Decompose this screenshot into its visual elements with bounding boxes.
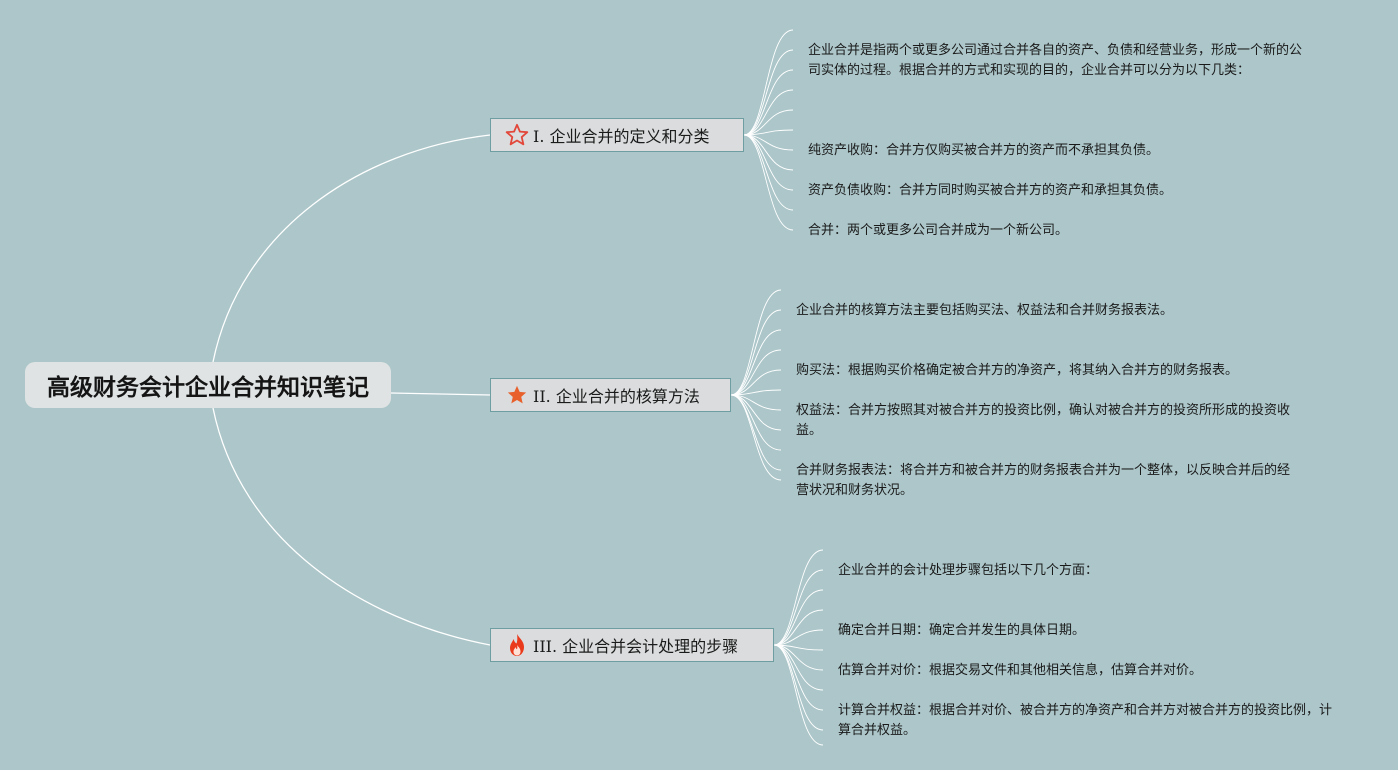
fan-line-2-3 — [730, 329, 782, 396]
fan-line-1-5 — [743, 109, 794, 136]
fan-line-3-4 — [773, 609, 824, 646]
connector-root-branch-2 — [390, 392, 491, 396]
leaf-purchase-method: 购买法：根据购买价格确定被合并方的净资产，将其纳入合并方的财务报表。 — [796, 363, 1239, 378]
connector-root-branch-1 — [212, 134, 491, 363]
fan-line-3-1 — [773, 549, 824, 646]
leaf-definition-intro: 企业合并是指两个或更多公司通过合并各自的资产、负债和经营业务，形成一个新的公司实… — [808, 43, 1303, 78]
root-topic[interactable]: 高级财务会计企业合并知识笔记 — [25, 362, 391, 408]
fan-line-1-4 — [743, 89, 794, 136]
leaf-compute-equity: 计算合并权益：根据合并对价、被合并方的净资产和合并方对被合并方的投资比例，计算合… — [838, 703, 1333, 738]
star-filled-icon — [505, 383, 529, 407]
fan-line-1-2 — [743, 49, 794, 136]
fan-line-3-2 — [773, 569, 824, 646]
fan-line-2-5 — [730, 369, 782, 396]
fan-line-1-3 — [743, 69, 794, 136]
fan-line-2-4 — [730, 349, 782, 396]
leaf-consolidated-statements: 合并财务报表法：将合并方和被合并方的财务报表合并为一个整体，以反映合并后的经营状… — [796, 463, 1291, 498]
fan-line-1-11 — [743, 134, 794, 231]
fan-line-3-10 — [773, 644, 824, 731]
root-title: 高级财务会计企业合并知识笔记 — [47, 375, 369, 401]
fan-line-2-1 — [730, 289, 782, 396]
branch-label: II. 企业合并的核算方法 — [533, 387, 700, 406]
fan-line-2-8 — [730, 394, 782, 431]
leaf-estimate-consideration: 估算合并对价：根据交易文件和其他相关信息，估算合并对价。 — [838, 663, 1203, 678]
leaf-equity-method: 权益法：合并方按照其对被合并方的投资比例，确认对被合并方的投资所形成的投资收益。 — [796, 403, 1291, 438]
fan-line-1-1 — [743, 29, 794, 136]
fan-line-2-11 — [730, 394, 782, 481]
fan-line-2-10 — [730, 394, 782, 471]
fan-line-3-11 — [773, 644, 824, 746]
leaf-methods-intro: 企业合并的核算方法主要包括购买法、权益法和合并财务报表法。 — [796, 303, 1174, 318]
fire-icon — [505, 633, 529, 657]
fan-line-2-2 — [730, 309, 782, 396]
branch-definition[interactable]: I. 企业合并的定义和分类 — [490, 118, 744, 152]
fan-line-3-8 — [773, 644, 824, 691]
fan-line-1-8 — [743, 134, 794, 171]
leaf-merger-date: 确定合并日期：确定合并发生的具体日期。 — [838, 623, 1086, 638]
branch-label: III. 企业合并会计处理的步骤 — [533, 637, 739, 656]
fan-line-3-5 — [773, 629, 824, 646]
star-outline-icon — [505, 123, 529, 147]
branch-label: I. 企业合并的定义和分类 — [533, 127, 710, 146]
branch-accounting-methods[interactable]: II. 企业合并的核算方法 — [490, 378, 731, 412]
fan-line-3-9 — [773, 644, 824, 711]
branch-processing-steps[interactable]: III. 企业合并会计处理的步骤 — [490, 628, 774, 662]
leaf-asset-acquisition: 纯资产收购：合并方仅购买被合并方的资产而不承担其负债。 — [808, 143, 1160, 158]
leaf-asset-liability-acquisition: 资产负债收购：合并方同时购买被合并方的资产和承担其负债。 — [808, 183, 1173, 198]
fan-line-1-10 — [743, 134, 794, 211]
connector-root-branch-3 — [212, 407, 491, 646]
leaf-merger: 合并：两个或更多公司合并成为一个新公司。 — [808, 223, 1069, 238]
fan-line-3-3 — [773, 589, 824, 646]
leaf-steps-intro: 企业合并的会计处理步骤包括以下几个方面： — [838, 563, 1099, 578]
